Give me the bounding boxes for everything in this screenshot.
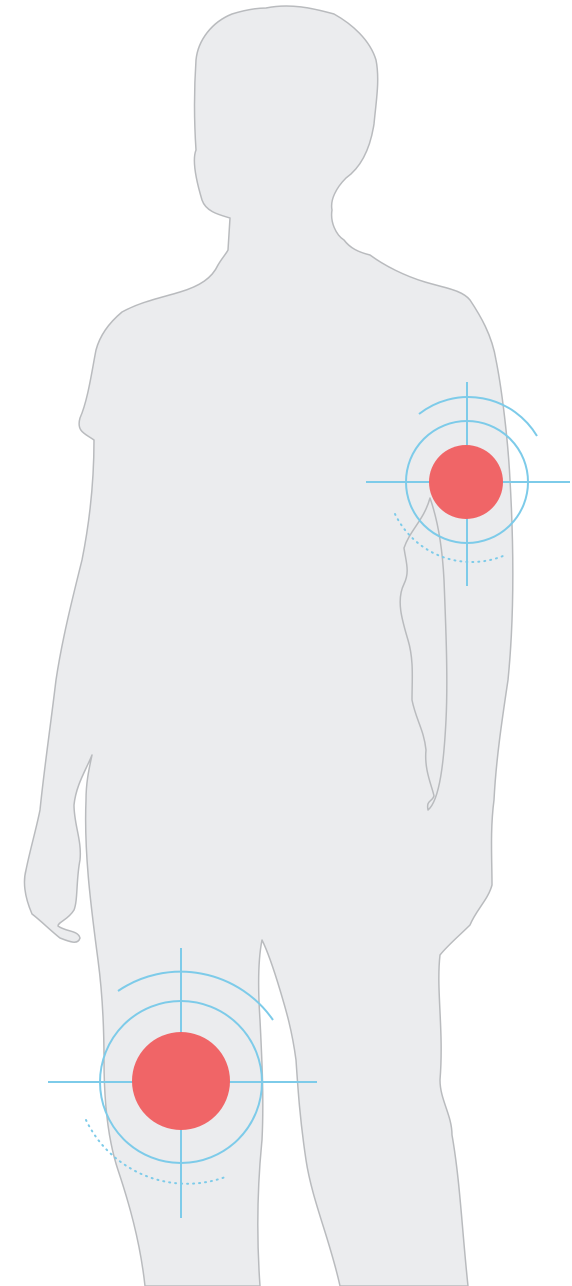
- target-dot: [132, 1032, 230, 1130]
- human-silhouette: [23, 5, 514, 1286]
- outer-arc: [117, 970, 274, 1021]
- arm-target: [366, 382, 570, 586]
- thigh-target: [48, 948, 317, 1218]
- dotted-arc: [85, 1119, 229, 1185]
- crosshair-target-icon: [48, 948, 317, 1218]
- crosshair-target-icon: [366, 382, 570, 586]
- arm-contour: [399, 497, 448, 811]
- outer-arc: [418, 396, 538, 437]
- target-dot: [429, 445, 503, 519]
